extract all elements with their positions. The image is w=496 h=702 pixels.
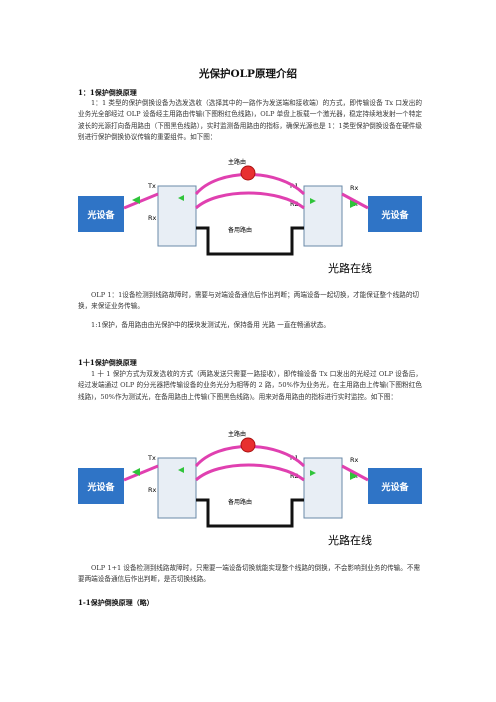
backup-route-label-2: 备用路由 — [228, 498, 252, 506]
right-olp-box — [303, 185, 343, 247]
backup-route-line-b — [196, 498, 304, 528]
r2-label: R2 — [290, 200, 299, 208]
tx-label-left: Tx — [147, 182, 156, 190]
diagram-caption-2: 光路在线 — [328, 533, 372, 547]
left-device-box — [78, 196, 124, 232]
section-3-heading: 1-1保护倒换原理（略） — [78, 598, 154, 607]
section-2-caption-1: OLP 1+1 设备检测到线路故障时，只需要一端设备切换就能实现整个线路的倒换，… — [78, 564, 421, 584]
right-device-label: 光设备 — [380, 209, 409, 221]
rx-label-right-2: Rx — [350, 456, 359, 464]
main-route-label: 主路由 — [228, 158, 246, 166]
rx-label-left-2: Rx — [148, 486, 157, 494]
right-device-box-2 — [368, 468, 422, 504]
section-1-body: 1：1 类型的保护倒换设备为选发选收（选择其中的一路作为发送端和接收端）的方式，… — [78, 99, 422, 142]
r2-label-2: R2 — [290, 472, 299, 480]
main-route-line-b2 — [194, 463, 305, 482]
left-device-label: 光设备 — [86, 209, 115, 221]
section-2-body: 1 十 1 保护方式为双发选收的方式（两路发送只需要一路接收），即传输设备 Tx… — [78, 370, 422, 401]
left-olp-box-2 — [157, 457, 197, 519]
page-title: 光保护OLP原理介绍 — [199, 68, 297, 80]
left-olp-box — [157, 185, 197, 247]
diagram-1-1: 光设备 光设备 Tx Rx R1 R2 Rx Tx 主路由 备用路由 光路在线 — [78, 158, 422, 275]
main-route-label-2: 主路由 — [228, 430, 246, 438]
signal-arrow-icon — [132, 195, 358, 208]
tx-label-left-2: Tx — [147, 454, 156, 462]
right-device-box — [368, 196, 422, 232]
section-1-caption-2: 1:1保护，备用路由由光保护中的模块发测试光，保持备用 光路 一直在畅通状态。 — [91, 321, 330, 329]
diagram-caption: 光路在线 — [328, 261, 372, 275]
backup-route-label: 备用路由 — [228, 226, 252, 234]
section-1-caption-1: OLP 1：1设备检测到线路故障时，需要与对端设备通信后作出判断；两端设备一起切… — [78, 291, 420, 311]
diagram-1-plus-1: 光设备 光设备 Tx Rx R1 R2 Rx Tx 主路由 备用路由 光路在线 — [78, 430, 422, 547]
right-olp-box-2 — [303, 457, 343, 519]
section-2-heading: 1十1保护倒换原理 — [78, 358, 137, 367]
right-device-label-2: 光设备 — [380, 481, 409, 493]
backup-route-line — [196, 226, 304, 256]
left-device-label-2: 光设备 — [86, 481, 115, 493]
rx-label-right: Rx — [350, 184, 359, 192]
break-point-icon — [240, 165, 256, 181]
main-route-line-2 — [194, 191, 305, 210]
section-1-heading: 1：1保护倒换原理 — [78, 88, 137, 97]
left-device-box-2 — [78, 468, 124, 504]
rx-label-left: Rx — [148, 214, 157, 222]
break-point-icon-2 — [240, 437, 256, 453]
signal-arrow-icon-2 — [132, 467, 358, 480]
